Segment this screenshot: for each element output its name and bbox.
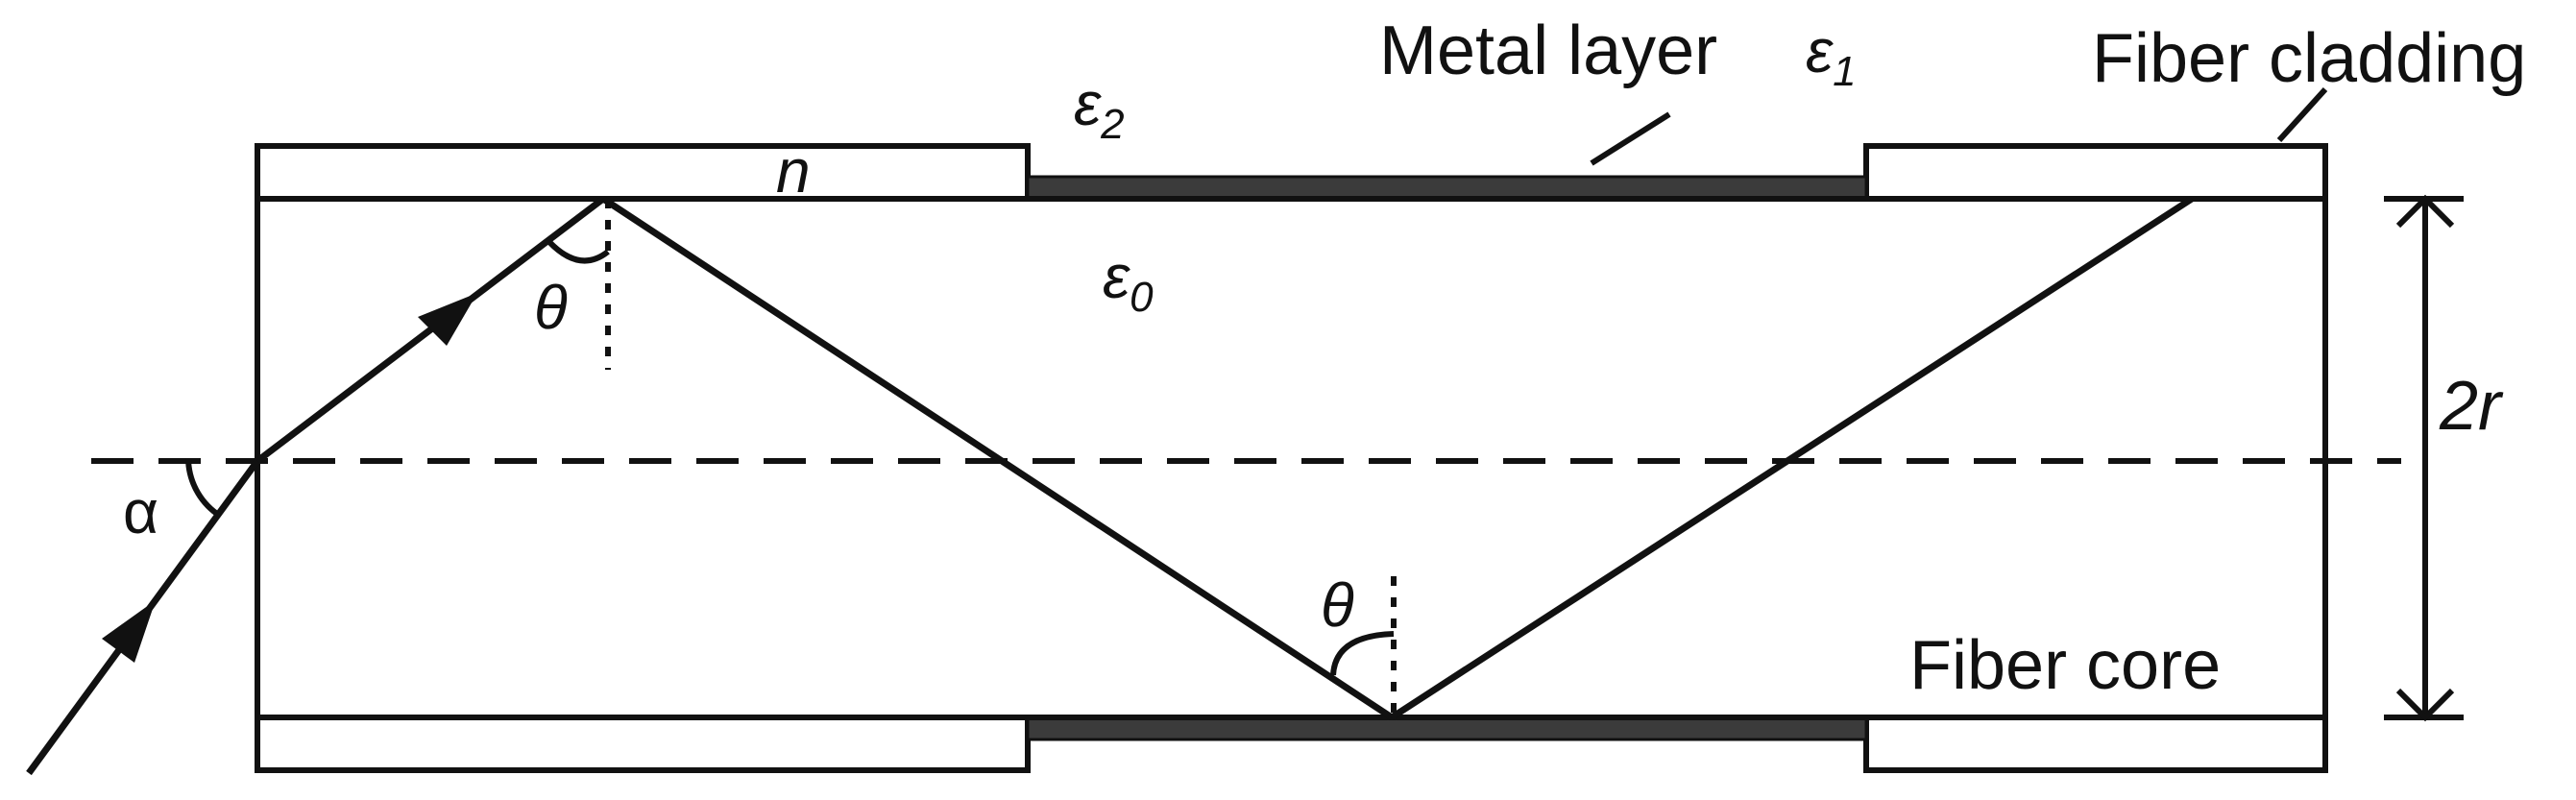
epsilon-0-base: ε <box>1103 242 1130 311</box>
alpha-arc <box>185 457 219 517</box>
epsilon-2-sub: 2 <box>1100 101 1124 148</box>
epsilon-0-sub: 0 <box>1130 274 1154 321</box>
fiber-core-label: Fiber core <box>1909 627 2221 704</box>
diameter-arrow-bottom <box>2395 688 2455 722</box>
epsilon-1-label: ε1 <box>1806 16 1857 95</box>
reflected-ray-3 <box>1390 196 2194 720</box>
epsilon-0-label: ε0 <box>1103 242 1154 321</box>
theta-top-arc <box>547 239 610 264</box>
incident-ray-arrowhead <box>102 600 156 663</box>
metal-layer-top <box>1026 175 1868 201</box>
cladding-index-label: n <box>776 136 811 206</box>
epsilon-2-base: ε <box>1074 69 1102 138</box>
epsilon-1-sub: 1 <box>1833 48 1856 95</box>
epsilon-1-base: ε <box>1806 16 1834 85</box>
theta-bottom-label: θ <box>1321 570 1354 640</box>
refracted-ray-arrowhead <box>418 293 477 346</box>
cladding-bottom-left <box>255 715 1031 773</box>
reflected-ray-2 <box>601 196 1394 720</box>
metal-layer-bottom <box>1026 715 1868 741</box>
fiber-cladding-label: Fiber cladding <box>2092 20 2526 97</box>
metal-layer-leader-line <box>1590 111 1671 166</box>
cladding-top-right <box>1863 143 2328 202</box>
cladding-bottom-right <box>1863 715 2328 773</box>
fiber-cladding-leader <box>2276 86 2328 143</box>
alpha-label: α <box>123 477 158 546</box>
diameter-label: 2r <box>2439 368 2504 445</box>
epsilon-2-label: ε2 <box>1074 69 1125 148</box>
theta-top-label: θ <box>534 273 568 342</box>
theta-bottom-arc <box>1330 631 1395 676</box>
diameter-arrow-top <box>2395 194 2455 229</box>
cladding-top-left <box>255 143 1031 202</box>
metal-layer-label: Metal layer <box>1379 12 1717 89</box>
refracted-ray-1 <box>255 196 606 464</box>
